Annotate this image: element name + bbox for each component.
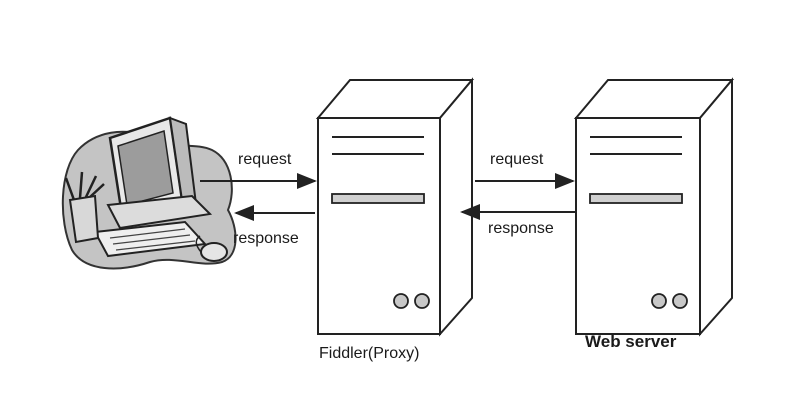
client-request-label: request: [238, 151, 292, 168]
proxy-server-icon: [315, 77, 475, 337]
web-server-icon: [573, 77, 735, 337]
computer-clipart-icon: [61, 116, 237, 270]
web-server-label: Web server: [585, 332, 677, 351]
proxy-label: Fiddler(Proxy): [319, 345, 420, 362]
proxy-response-label: response: [488, 220, 554, 237]
client-response-label: response: [233, 230, 299, 247]
proxy-request-label: request: [490, 151, 544, 168]
